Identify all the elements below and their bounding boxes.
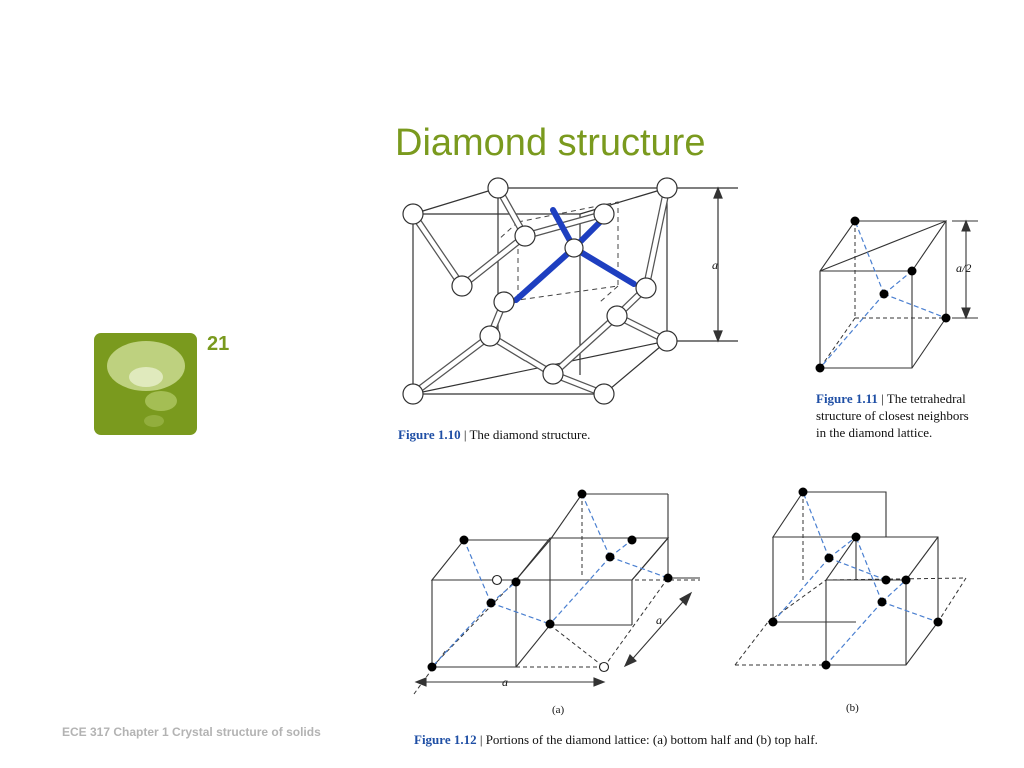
lattice-atoms-bottom — [427, 489, 673, 672]
caption-separator: | — [881, 391, 884, 406]
dimension-a-depth-label: a — [656, 613, 662, 627]
figure-1-11: a/2 — [815, 216, 978, 373]
lattice-atoms-top — [768, 487, 943, 670]
slide-number: 21 — [207, 333, 230, 355]
figure-label: Figure 1.10 — [398, 427, 461, 442]
dimension-a-bottom-label: a — [502, 675, 508, 689]
lattice-atoms — [402, 177, 678, 405]
figure-1-12-caption: Figure 1.12 | Portions of the diamond la… — [414, 731, 818, 748]
caption-line-2: structure of closest neighbors — [816, 408, 969, 423]
dimension-a-label: a — [712, 258, 718, 272]
tetrahedral-atoms — [815, 216, 951, 373]
speech-bubbles-icon — [107, 341, 185, 427]
slide-title: Diamond structure — [395, 122, 706, 164]
caption-text: Portions of the diamond lattice: (a) bot… — [485, 732, 818, 747]
figure-1-10: a — [402, 177, 738, 405]
caption-separator: | — [479, 732, 483, 747]
dimension-a-half-label: a/2 — [956, 261, 971, 275]
figure-1-10-caption: Figure 1.10 | The diamond structure. — [398, 426, 590, 443]
slide-footer: ECE 317 Chapter 1 Crystal structure of s… — [62, 725, 321, 739]
figure-label: Figure 1.11 — [816, 391, 878, 406]
diamond-structure-illustration: a — [402, 177, 738, 405]
caption-text: The diamond structure. — [469, 427, 591, 442]
figure-1-11-caption: Figure 1.11 | The tetrahedral structure … — [816, 390, 969, 441]
caption-line-1: The tetrahedral — [886, 391, 966, 406]
figure-1-12-part-a: (a) — [552, 704, 565, 716]
logo-badge — [94, 333, 197, 435]
figure-1-12-part-b: (b) — [846, 702, 859, 714]
figure-label: Figure 1.12 — [414, 732, 477, 747]
caption-separator: | — [463, 427, 467, 442]
tetrahedral-cube-illustration: a/2 — [815, 216, 978, 373]
caption-line-3: in the diamond lattice. — [816, 425, 933, 440]
